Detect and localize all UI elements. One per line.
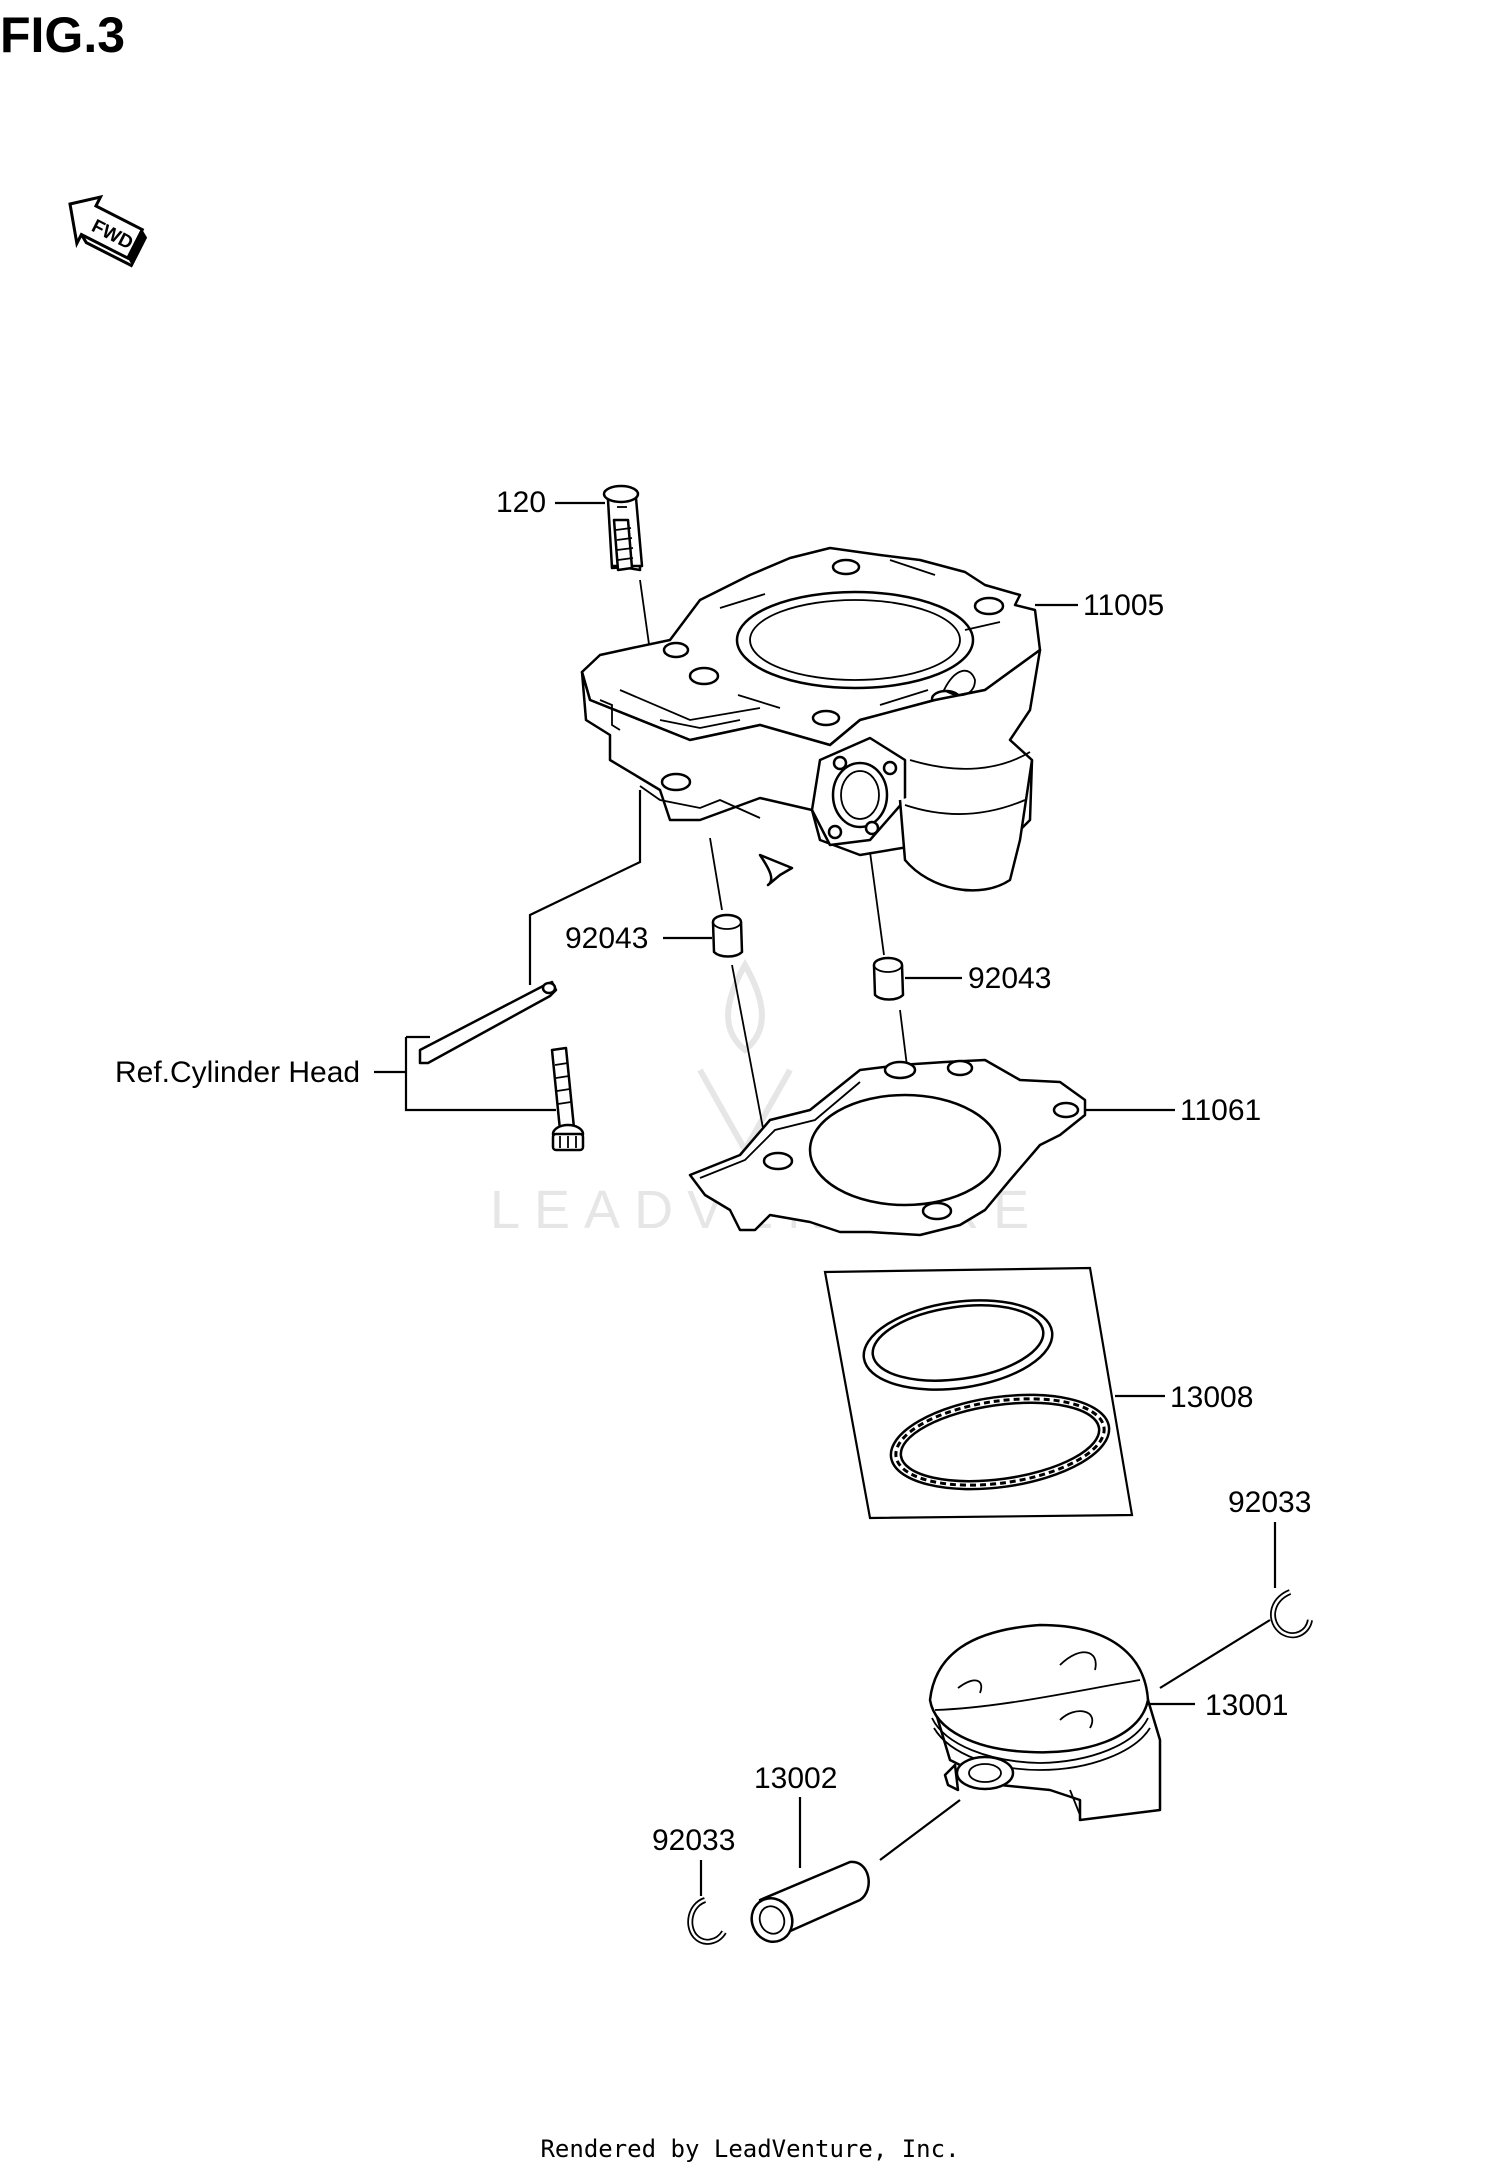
dowel-pin-left-part	[711, 913, 744, 958]
callout-ref-cylinder-head: Ref.Cylinder Head	[115, 1056, 360, 1089]
callout-92033-left: 92033	[652, 1824, 735, 1857]
cylinder-gasket-part	[688, 1058, 1087, 1237]
fwd-arrow-icon: FWD	[68, 194, 148, 268]
callout-92043-left: 92043	[565, 922, 648, 955]
ref-head-leader	[528, 790, 642, 985]
callout-11005: 11005	[1083, 589, 1164, 622]
callout-92043-right: 92043	[968, 962, 1051, 995]
piston-pin-part	[750, 1860, 870, 1943]
pin-alignment-line	[879, 1799, 961, 1861]
circlip-right-part	[1270, 1589, 1313, 1639]
ref-cylinder-head-parts	[418, 980, 585, 1152]
cylinder-part	[580, 546, 1042, 892]
callout-13002: 13002	[754, 1762, 837, 1795]
piston-ring-set-part	[823, 1266, 1134, 1520]
callout-120: 120	[496, 486, 546, 519]
cylinder-bolt-part	[602, 484, 644, 572]
callout-13001: 13001	[1205, 1689, 1288, 1722]
callout-11061: 11061	[1180, 1094, 1261, 1127]
circlip-left-part	[687, 1897, 727, 1945]
dowel-pin-right-part	[872, 956, 905, 1001]
figure-title: FIG.3	[0, 7, 126, 63]
callout-13008: 13008	[1170, 1381, 1253, 1414]
callout-92033-right: 92033	[1228, 1486, 1311, 1519]
piston-part	[928, 1623, 1162, 1822]
ref-head-bracket	[404, 1037, 556, 1112]
footer-credit: Rendered by LeadVenture, Inc.	[540, 2135, 960, 2163]
circlip-right-alignment	[1159, 1619, 1271, 1689]
